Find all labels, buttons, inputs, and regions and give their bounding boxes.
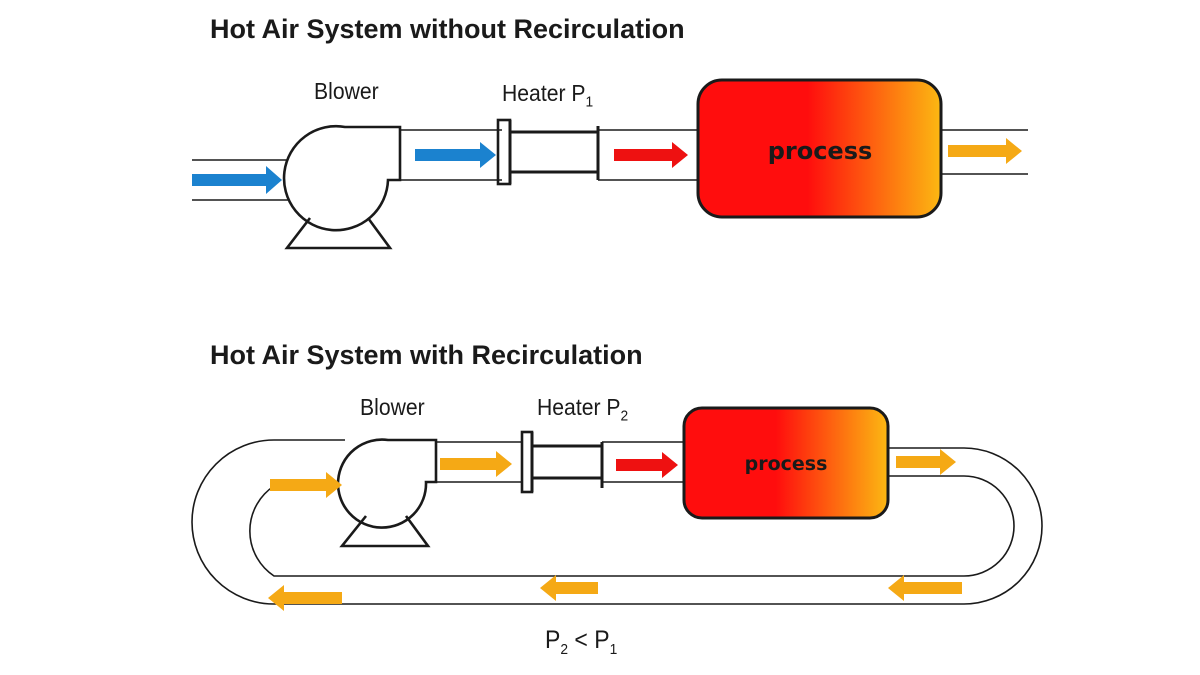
top-inlet-arrow	[192, 166, 282, 194]
top-pipes	[192, 129, 1028, 201]
bottom-blower-icon	[336, 438, 438, 548]
top-blower-outlet-arrow	[415, 142, 496, 168]
bottom-heater-icon	[520, 430, 604, 494]
bottom-recirculation-loop	[191, 439, 1043, 605]
bottom-process-label: process	[745, 453, 828, 475]
bottom-process-outlet-arrow	[896, 449, 956, 475]
bottom-return-arrow-right	[888, 575, 962, 601]
top-heater-outlet-arrow	[614, 142, 688, 168]
top-blower-label: Blower	[314, 78, 379, 104]
top-diagram-title: Hot Air System without Recirculation	[210, 14, 685, 44]
bottom-flow-arrows	[268, 449, 962, 611]
bottom-process-box	[682, 406, 890, 520]
pressure-formula: P2 < P1	[545, 626, 618, 658]
top-flow-arrows	[192, 138, 1022, 194]
bottom-heater-outlet-arrow	[616, 452, 678, 478]
bottom-blower-label: Blower	[360, 394, 425, 420]
bottom-return-arrow-left	[268, 585, 342, 611]
top-heater-label: Heater P1	[502, 80, 594, 111]
bottom-return-to-blower-arrow	[270, 472, 342, 498]
bottom-return-arrow-middle	[540, 575, 598, 601]
top-exhaust-arrow	[948, 138, 1022, 164]
top-heater-icon	[496, 118, 600, 186]
bottom-blower-outlet-arrow	[440, 451, 512, 477]
bottom-heater-label: Heater P2	[537, 394, 629, 425]
top-blower-icon	[282, 125, 402, 250]
top-process-box	[696, 78, 943, 219]
top-process-label: process	[768, 137, 873, 165]
bottom-diagram-title: Hot Air System with Recirculation	[210, 340, 643, 370]
